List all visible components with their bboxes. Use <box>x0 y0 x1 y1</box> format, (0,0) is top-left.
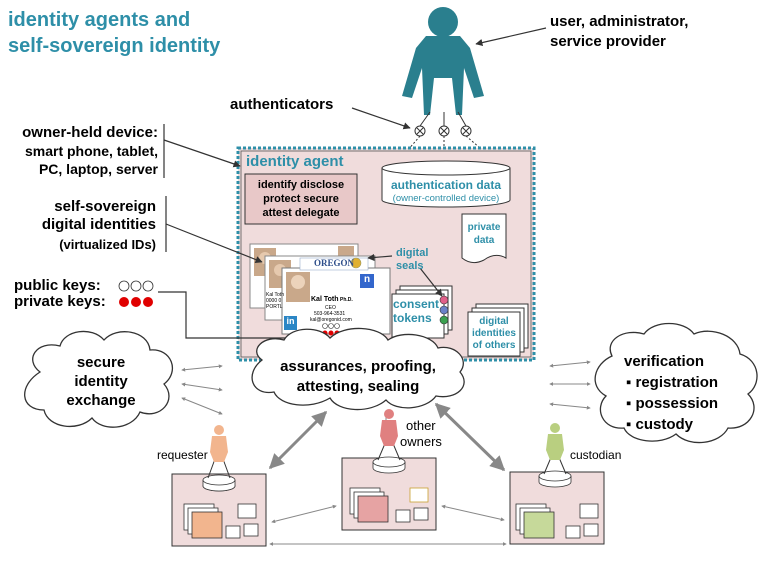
owner-device-label-line-2: smart phone, tablet, <box>24 143 158 159</box>
id-card-phone: 503-964-3531 <box>314 311 346 317</box>
functions-line-3: attest delegate <box>262 207 340 219</box>
exchange-cloud-line-3: exchange <box>66 392 136 409</box>
custodian-thick-arrow <box>434 402 506 472</box>
digital-seals-line-2: seals <box>396 260 424 272</box>
exchange-cloud-line-1: secure <box>76 354 126 371</box>
functions-line-1: identify disclose <box>257 179 345 191</box>
exchange-cloud <box>24 330 174 428</box>
id-card-stack <box>249 243 391 335</box>
authenticators-label: authenticators <box>230 96 334 113</box>
functions-line-2: protect secure <box>263 193 339 205</box>
requester-docs <box>183 503 259 539</box>
user-label-line-2: service provider <box>550 33 666 50</box>
digital-seals-line-1: digital <box>396 247 429 259</box>
auth-data-title: authentication data <box>390 178 501 192</box>
private-data-line-1: private <box>467 222 501 233</box>
custodian-label: custodian <box>570 448 622 462</box>
owner-device-label-line-1: owner-held device: <box>22 124 158 141</box>
custodian-person-icon <box>538 423 572 488</box>
other-owner-docs <box>349 487 429 523</box>
id-card-back-num: 0000 0 <box>266 298 282 304</box>
others-line-3: of others <box>472 340 516 351</box>
assurances-cloud-line-2: attesting, sealing <box>296 378 420 395</box>
consent-tokens-line-1: consent <box>393 297 440 311</box>
id-card-state: OREGON <box>313 258 354 268</box>
consent-tokens-stack <box>391 285 453 339</box>
assurances-cloud-line-1: assurances, proofing, <box>280 358 436 375</box>
owner-device-arrow <box>163 139 241 168</box>
requester-owner-arrow <box>271 504 337 524</box>
authenticators-arrow <box>351 107 411 130</box>
page-title-line-1: identity agents and <box>8 9 191 31</box>
others-line-1: digital <box>479 316 509 327</box>
id-card-role: CEO <box>325 305 336 311</box>
requester-label: requester <box>157 448 208 462</box>
auth-data-subtitle: (owner-controlled device) <box>392 193 500 204</box>
identity-agent-title: identity agent <box>246 153 344 170</box>
requester-thick-arrow <box>268 410 328 470</box>
exchange-cloud-line-2: identity <box>74 373 128 390</box>
self-sovereign-line-3: (virtualized IDs) <box>59 237 156 252</box>
verification-item-1: ▪ registration <box>626 374 719 391</box>
verification-item-2: ▪ possession <box>626 395 719 412</box>
id-card-badge-in: in <box>286 316 295 326</box>
other-owners-line-2: owners <box>400 434 442 449</box>
owner-device-label-line-3: PC, laptop, server <box>38 161 158 177</box>
owner-custodian-arrow <box>441 504 505 522</box>
cloud-connector-arrows <box>181 360 591 415</box>
public-key-circles <box>118 280 154 292</box>
verification-title: verification <box>624 353 705 370</box>
id-card-degree: Ph.D. <box>340 297 353 303</box>
seal-arrow-card <box>367 253 393 262</box>
self-sovereign-line-2: digital identities <box>41 216 156 233</box>
public-keys-label: public keys: <box>14 277 101 294</box>
id-card-back-city: PORTL <box>266 304 283 310</box>
authentication-data-cylinder <box>381 160 511 208</box>
functions-box <box>244 173 358 225</box>
seal-arrow-tokens <box>419 267 443 297</box>
private-key-circles <box>119 297 153 307</box>
page-title-line-2: self-sovereign identity <box>8 35 221 57</box>
keys-arrow <box>158 291 319 342</box>
others-line-2: identities <box>472 328 516 339</box>
assurances-cloud <box>251 327 465 411</box>
id-card-badge-n: n <box>363 274 371 285</box>
self-sovereign-line-1: self-sovereign <box>54 198 156 215</box>
requester-person-icon <box>202 425 236 492</box>
custodian-docs <box>515 503 599 539</box>
verification-item-3: ▪ custody <box>626 416 694 433</box>
private-data-line-2: data <box>473 235 495 246</box>
seal-dots <box>439 295 449 325</box>
user-label-arrow <box>475 27 547 47</box>
consent-tokens-line-2: tokens <box>393 311 432 325</box>
other-owner-person-icon <box>372 409 406 474</box>
others-identities-stack <box>467 303 529 357</box>
user-person-icon <box>402 7 484 115</box>
other-owners-line-1: other <box>406 418 436 433</box>
id-card-email: kal@oregonid.com <box>310 317 352 323</box>
private-data-document <box>461 213 507 264</box>
identities-arrow <box>165 223 263 263</box>
id-card-name: Kal Toth <box>311 296 339 303</box>
verification-cloud <box>594 322 758 444</box>
user-label-line-1: user, administrator, <box>550 13 689 30</box>
id-card-back-name: Kal Toth <box>266 292 284 298</box>
private-keys-label: private keys: <box>14 293 106 310</box>
